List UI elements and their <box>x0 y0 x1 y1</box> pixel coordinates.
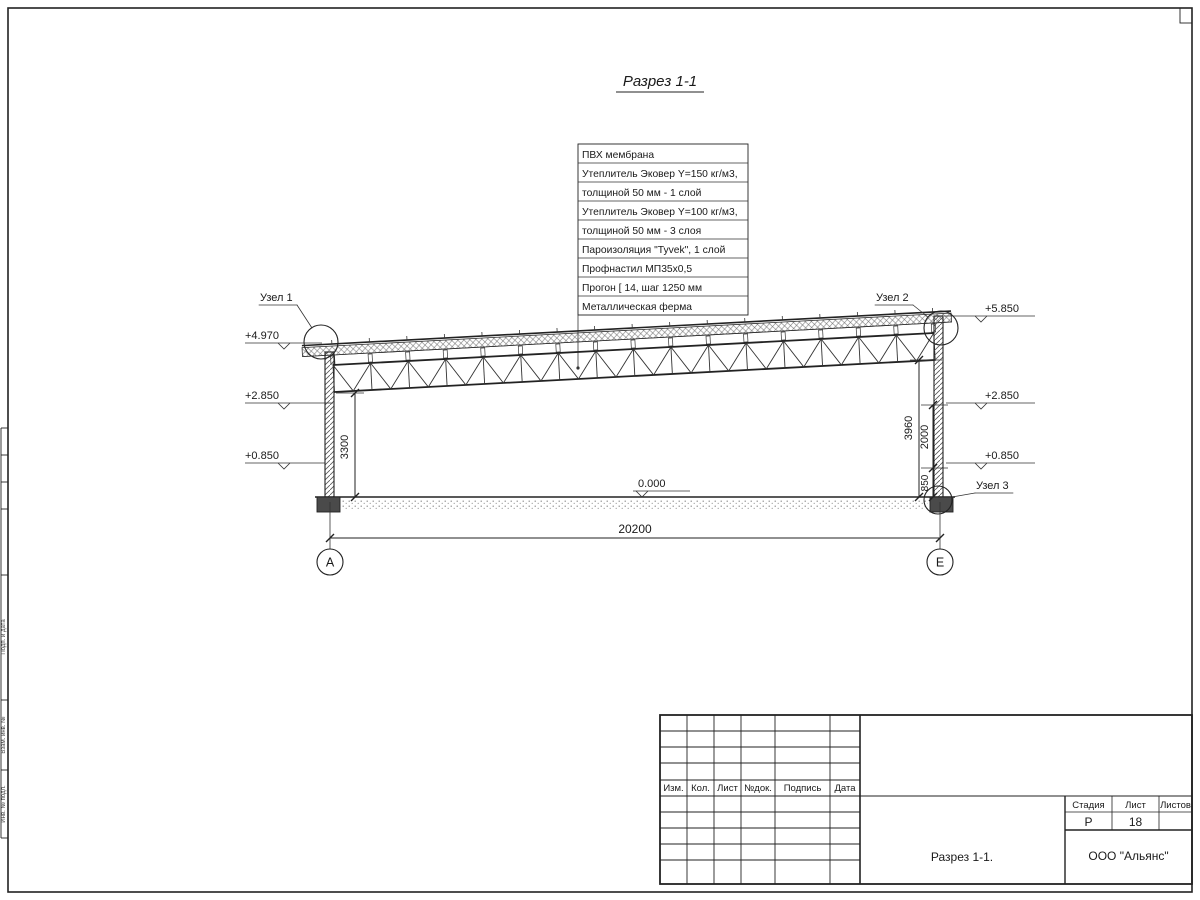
ground-stipple <box>342 499 928 510</box>
tb-stage-label: Стадия <box>1072 800 1104 811</box>
view-title: Разрез 1-1 <box>616 73 704 93</box>
callout-row: Утеплитель Эковер Y=150 кг/м3, <box>582 169 738 180</box>
node3-label: Узел 3 <box>976 480 1009 492</box>
elevation-mark-left-mid: +2.850 <box>245 390 333 410</box>
sheet-frame: Подп. и дата Взам. инв. № Инв. № подл. <box>0 7 1193 893</box>
elevation-value: +0.850 <box>985 450 1019 462</box>
elevation-mark-left-top: +4.970 <box>245 330 322 350</box>
callout-row: толщиной 50 мм - 1 слой <box>582 188 702 199</box>
elevation-value: +5.850 <box>985 303 1019 315</box>
tb-drawing-name: Разрез 1-1. <box>931 850 993 864</box>
axis-letter-right: Е <box>936 556 944 570</box>
elevation-value: +2.850 <box>245 390 279 402</box>
elevation-mark-left-low: +0.850 <box>245 450 325 470</box>
truss-web-members <box>332 332 936 392</box>
axis-bubble-right <box>926 548 954 576</box>
elevation-value: +0.850 <box>245 450 279 462</box>
elevation-mark-right-low: +0.850 <box>946 450 1035 470</box>
tb-col-list: Лист <box>717 783 738 794</box>
node2-label: Узел 2 <box>876 292 909 304</box>
elevation-value: +4.970 <box>245 330 279 342</box>
tb-sheets-label: Листов <box>1160 800 1191 811</box>
elevation-mark-right-mid: +2.850 <box>946 390 1035 410</box>
format-corner-box <box>1179 7 1193 24</box>
elevation-value: +2.850 <box>985 390 1019 402</box>
frame-label-inv-podl: Инв. № подл. <box>0 785 7 823</box>
callout-leader-dot <box>576 366 580 370</box>
node3-circle <box>923 485 953 515</box>
tb-company: ООО "Альянс" <box>1088 849 1168 863</box>
callout-row: Прогон [ 14, шаг 1250 мм <box>582 283 702 294</box>
roof-truss <box>301 308 953 393</box>
frame-label-vzam-inv: Взам. инв. № <box>0 716 7 753</box>
view-title-text: Разрез 1-1 <box>623 73 697 90</box>
truss-bottom-chord <box>334 359 936 393</box>
title-block: Изм. Кол. Лист №док. Подпись Дата Стадия… <box>659 714 1193 885</box>
axis-bubble-left <box>316 548 344 576</box>
node1-label: Узел 1 <box>260 292 293 304</box>
dim-right-height: 3960 <box>903 416 915 440</box>
detail-nodes: Узел 1 Узел 2 Узел 3 <box>258 292 1014 515</box>
right-foundation <box>929 496 954 513</box>
tb-col-ndok: №док. <box>744 783 772 794</box>
frame-label-podp-data: Подп. и дата <box>1 619 7 655</box>
elevation-marks: +4.970 +2.850 +0.850 +5.850 +2.850 +0.85… <box>245 303 1035 498</box>
callout-row: ПВХ мембрана <box>582 149 654 161</box>
tb-sheet-label: Лист <box>1125 800 1146 811</box>
building-section <box>301 308 955 513</box>
callout-row: толщиной 50 мм - 3 слоя <box>582 226 701 237</box>
elevation-value: 0.000 <box>638 478 666 490</box>
callout-row: Пароизоляция "Tyvek", 1 слой <box>582 245 726 256</box>
dim-upper-right: 2000 <box>919 425 931 449</box>
left-margin-table: Подп. и дата Взам. инв. № Инв. № подл. <box>0 427 8 839</box>
elevation-mark-zero: 0.000 <box>633 478 690 498</box>
tb-col-izm: Изм. <box>663 783 683 794</box>
dim-lower-right: 850 <box>920 474 931 491</box>
left-foundation <box>316 496 341 513</box>
dim-left-height: 3300 <box>339 435 351 459</box>
dim-span: 20200 <box>618 522 652 536</box>
node1-circle <box>303 324 339 360</box>
roof-layers-callout: ПВХ мембрана Утеплитель Эковер Y=150 кг/… <box>576 143 749 370</box>
node2-circle <box>923 310 959 346</box>
callout-row: Профнастил МП35х0,5 <box>582 263 692 275</box>
axis-letter-left: А <box>326 556 335 570</box>
dimensions: 20200 3300 3960 2000 850 А Е <box>316 355 954 576</box>
profiled-sheet-line <box>302 321 952 358</box>
left-wall <box>324 351 335 498</box>
roof-fastener-ticks <box>331 308 934 345</box>
tb-stage-value: Р <box>1084 815 1092 829</box>
tb-sheet-value: 18 <box>1129 815 1143 829</box>
pvc-membrane-line <box>301 310 952 347</box>
tb-col-data: Дата <box>834 783 856 794</box>
elevation-mark-right-top: +5.850 <box>944 303 1035 323</box>
callout-row: Металлическая ферма <box>582 301 692 313</box>
tb-col-kol: Кол. <box>691 783 710 794</box>
tb-col-podpis: Подпись <box>784 783 822 794</box>
right-wall <box>933 315 944 498</box>
callout-row: Утеплитель Эковер Y=100 кг/м3, <box>582 207 738 218</box>
